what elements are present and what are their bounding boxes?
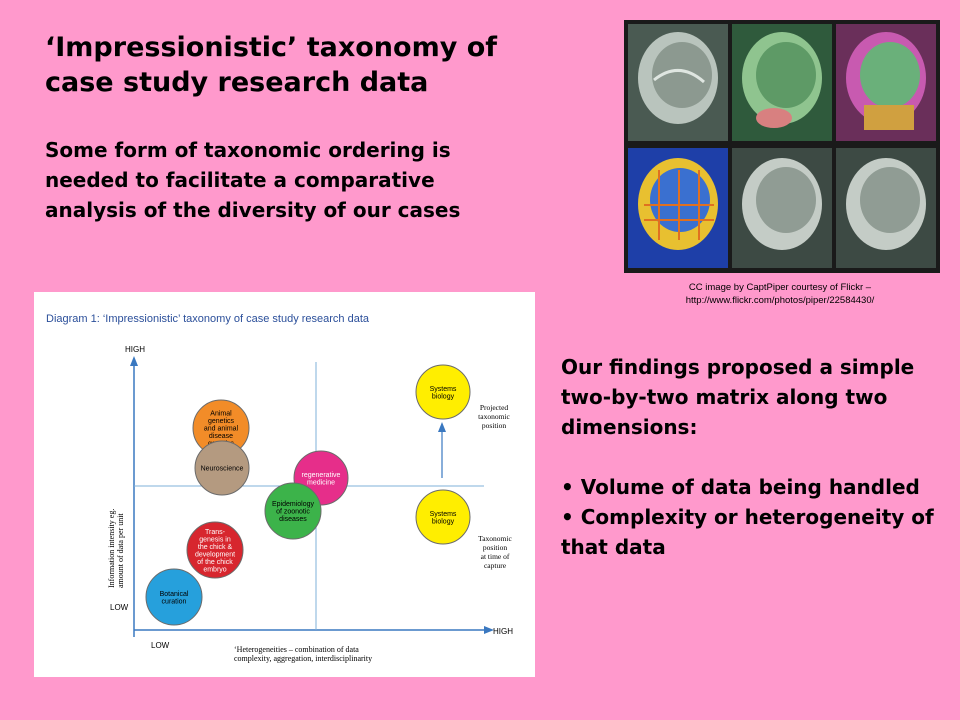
node-regenerative-medicine-label: medicine [307,479,335,486]
node-epidemiology-label: Epidemiology [272,501,315,508]
node-neuroscience-label: Neuroscience [201,466,244,473]
x-axis-label-line2: complexity, aggregation, interdisciplina… [234,654,372,663]
node-animal-genetics-label: genetics [208,418,235,425]
bullet-volume: • Volume of data being handled [561,475,920,499]
node-systems-biology-projected-label: biology [432,393,455,400]
node-animal-genetics-label: Animal [210,411,232,418]
mri-scans-grid [624,20,940,273]
node-transgenesis-label: genesis in [199,536,231,543]
x-low-label: LOW [151,641,170,650]
taxonomy-diagram: Diagram 1: ‘Impressionistic’ taxonomy of… [34,292,535,677]
mri-image [624,20,940,273]
node-transgenesis-label: the chick & [198,544,233,551]
node-epidemiology-circle [264,482,322,540]
node-epidemiology-label: of zoonotic [276,509,310,516]
findings-lead: Our findings proposed a simple two-by-tw… [561,355,915,439]
node-systems-biology-projected-circle [415,364,471,420]
node-botanical-curation-label: curation [162,598,187,605]
capture-label-line-2: position [483,543,507,552]
taxonomy-diagram-svg: Diagram 1: ‘Impressionistic’ taxonomy of… [46,313,513,663]
y-axis-label-line2: amount of data per unit [116,513,125,588]
slide-title: ‘Impressionistic’ taxonomy of case study… [45,32,497,98]
intro-text: Some form of taxonomic ordering is neede… [45,138,461,222]
findings-block: Our findings proposed a simple two-by-tw… [561,352,951,562]
capture-label-line-4: capture [484,561,507,570]
y-axis-label: Information intensity eg. amount of data… [107,509,125,588]
node-animal-genetics-label: disease [209,433,233,440]
bullet-complexity: • Complexity or heterogeneity of that da… [561,505,934,559]
projected-label-line-2: taxonomic [478,412,510,421]
diagram-title: Diagram 1: ‘Impressionistic’ taxonomy of… [46,313,370,325]
y-low-label: LOW [110,603,129,612]
capture-label-line-1: Taxonomic [478,534,512,543]
x-high-label: HIGH [493,627,513,636]
node-systems-biology-capture-circle [415,489,471,545]
node-botanical-curation-label: Botanical [160,591,189,598]
projected-label-line-1: Projected [480,403,509,412]
x-axis-label-line1: ‘Heterogeneities – combination of data [234,645,359,654]
node-systems-biology-projected-label: Systems [430,386,457,393]
node-epidemiology-label: diseases [279,516,307,523]
node-transgenesis-label: embryo [203,566,226,573]
y-axis-arrow [130,356,138,366]
node-animal-genetics-label: and animal [204,426,239,433]
node-regenerative-medicine-label: regenerative [302,472,341,479]
y-high-label: HIGH [125,345,145,354]
node-neuroscience-circle [194,440,250,496]
projection-arrow-head [438,422,446,432]
node-transgenesis-circle [186,521,244,579]
node-systems-biology-capture-label: biology [432,518,455,525]
image-credit-line1: CC image by CaptPiper courtesy of Flickr… [688,282,872,293]
node-transgenesis-label: development [195,551,235,558]
x-axis-arrow [484,626,494,634]
image-credit: CC image by CaptPiper courtesy of Flickr… [600,281,960,307]
node-transgenesis-label: Trans- [205,529,226,536]
node-botanical-curation-circle [145,568,203,626]
node-systems-biology-capture-label: Systems [430,511,457,518]
y-axis-label-line1: Information intensity eg. [107,509,116,588]
node-transgenesis-label: of the chick [197,559,233,566]
capture-label-line-3: at time of [481,552,510,561]
image-credit-line2: http://www.flickr.com/photos/piper/22584… [685,295,875,306]
projected-label-line-3: position [482,421,506,430]
